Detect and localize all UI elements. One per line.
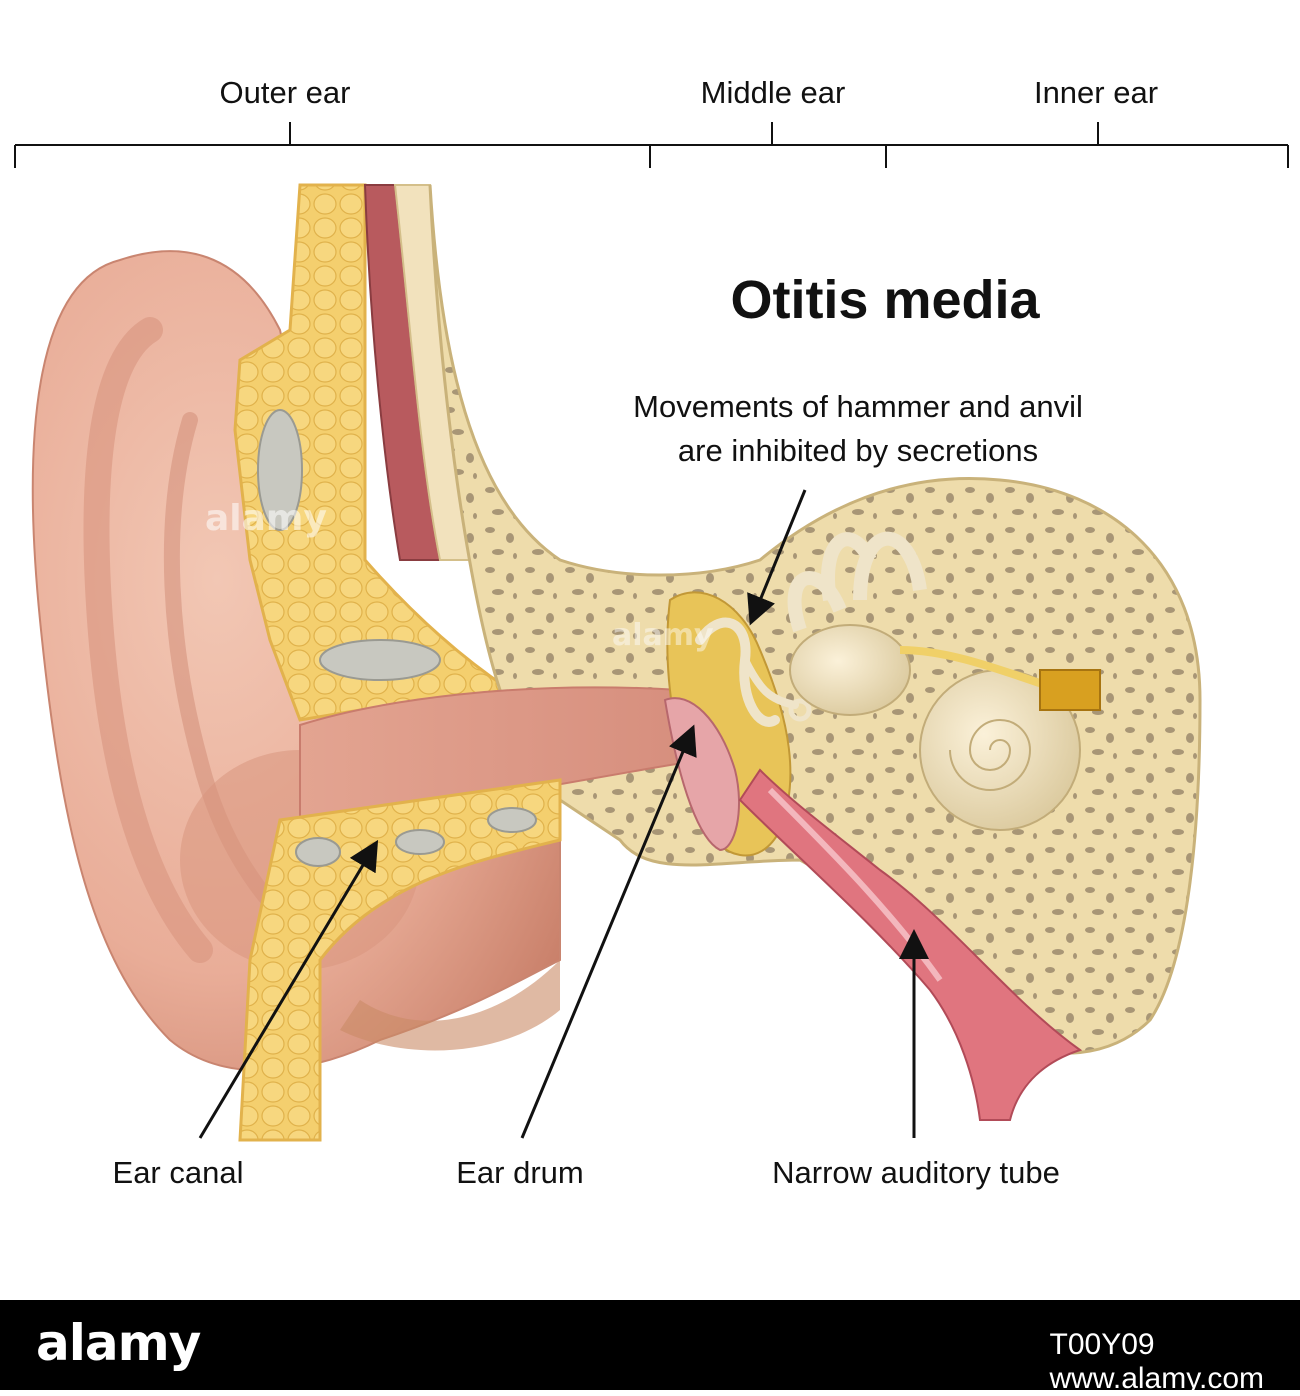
footer-logo: alamy xyxy=(36,1314,201,1372)
image-id-text: T00Y09 xyxy=(1049,1328,1155,1361)
upper-fat-tissue xyxy=(233,183,515,722)
footer-url: www.alamy.com xyxy=(1049,1362,1264,1395)
outer-ear-label: Outer ear xyxy=(220,75,351,110)
annotation-line-2: are inhibited by secretions xyxy=(678,433,1038,468)
middle-ear-label: Middle ear xyxy=(701,75,846,110)
vestibule xyxy=(789,624,911,716)
semicircular-canal-2 xyxy=(853,531,927,601)
ear-canal-label: Ear canal xyxy=(113,1155,244,1190)
temporal-bone xyxy=(428,184,1202,1055)
ear-canal-arrow xyxy=(198,839,379,1139)
stirrup-bone xyxy=(788,698,812,722)
earlobe-shadow xyxy=(340,960,560,1051)
helix-fold xyxy=(83,317,213,963)
watermark-left: alamy xyxy=(205,498,327,539)
inner-ear-label: Inner ear xyxy=(1034,75,1158,110)
ear-drum-label: Ear drum xyxy=(456,1155,583,1190)
cartilage-lower-1 xyxy=(295,837,341,867)
section-scale xyxy=(14,122,1289,168)
auditory-tube-label: Narrow auditory tube xyxy=(772,1155,1060,1190)
semicircular-canal-3 xyxy=(787,571,847,633)
watermark-center: alamy xyxy=(612,618,714,653)
cartilage-upper xyxy=(257,409,303,531)
annotation-line-1: Movements of hammer and anvil xyxy=(633,389,1083,424)
cartilage-middle xyxy=(319,639,441,681)
anvil-bone xyxy=(741,656,799,709)
lower-fat-tissue xyxy=(238,778,562,1142)
cochlea-spiral xyxy=(949,719,1032,791)
ear-anatomy-illustration: Outer ear Middle ear Inner ear xyxy=(14,75,1289,1190)
diagram-title: Otitis media xyxy=(730,270,1040,330)
ear-drum-arrow xyxy=(520,724,697,1139)
cartilage-lower-2 xyxy=(395,829,445,855)
cartilage-lower-3 xyxy=(487,807,537,833)
footer-bar: alamy T00Y09 www.alamy.com xyxy=(0,1300,1300,1395)
inner-ear xyxy=(787,531,1101,831)
ossicles-arrow xyxy=(747,489,807,626)
internal-auditory-canal xyxy=(1039,669,1101,711)
image-id: T00Y09 www.alamy.com xyxy=(1050,1328,1264,1396)
